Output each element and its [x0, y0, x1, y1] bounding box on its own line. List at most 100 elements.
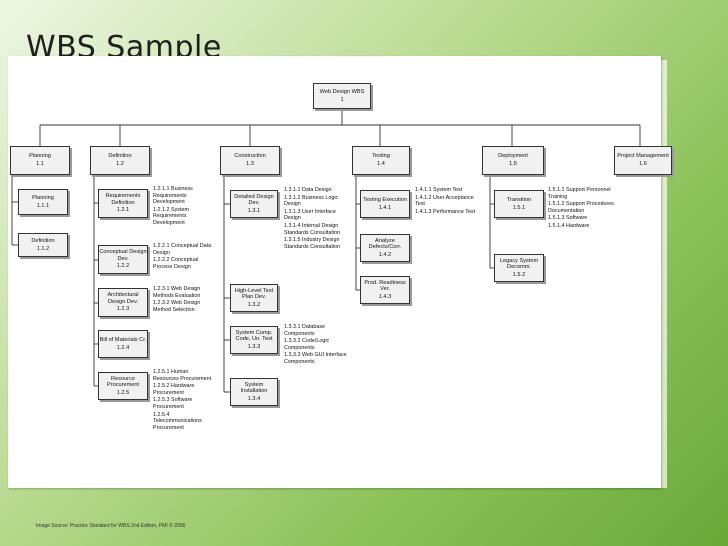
note-item: 1.2.1.2 System Requirements Development [153, 206, 189, 226]
note-item: 1.2.1.1 Business Requirements Developmen… [153, 186, 193, 206]
notes-1-2-3: 1.2.3.1 Web Design Methods Evaluation 1.… [153, 286, 215, 314]
box-label: Planning [29, 153, 51, 160]
box-num: 1.4.1 [378, 204, 392, 211]
box-label: Planning [32, 194, 54, 201]
note-item: 1.5.1.3 Software [548, 215, 588, 222]
box-num: 1.1.1 [36, 202, 50, 209]
note-item: 1.4.1.1 System Test [415, 187, 463, 193]
wbs-box-1-2-4: Bill of Materials Cr. 1.2.4 [98, 330, 148, 358]
box-label: Resource Procurement [106, 375, 140, 389]
wbs-box-1-4-3: Prod. Readiness Ver. 1.4.3 [360, 276, 410, 304]
box-label: High-Level Test Plan Dev. [234, 287, 274, 301]
note-item: 1.3.3.3 Web GUI Interface Components [284, 352, 347, 365]
notes-1-2-1: 1.2.1.1 Business Requirements Developmen… [153, 186, 215, 228]
note-item: 1.2.5.3 Software Procurement [153, 397, 193, 410]
box-label: Transition [506, 196, 532, 203]
note-item: 1.2.2.1 Conceptual Data Design [153, 243, 212, 256]
box-num: 1.2.3 [116, 306, 130, 313]
note-item: 1.3.3.2 Code/Logic Components [284, 338, 330, 351]
note-item: 1.3.1.4 Internal Design Standards Consul… [284, 222, 341, 236]
wbs-box-1-5-2: Legacy System Decomm. 1.5.2 [494, 254, 544, 282]
box-label: Project Management [617, 153, 669, 160]
notes-1-2-2: 1.2.2.1 Conceptual Data Design 1.2.2.2 C… [153, 243, 215, 271]
wbs-box-1-2: Definition 1.2 [90, 146, 150, 175]
box-label: Deployment [498, 153, 528, 160]
notes-1-5-1: 1.5.1.1 Support Personnel Training 1.5.1… [548, 187, 614, 231]
box-num: 1.5.1 [512, 204, 526, 211]
box-num: 1.4 [377, 161, 385, 167]
note-item: 1.4.1.2 User Acceptance Test [415, 194, 474, 208]
box-num: 1.2 [116, 161, 124, 167]
box-label: Analyze Defects/Corr. [368, 237, 402, 251]
box-label: Architectural Design Dev. [107, 292, 139, 305]
box-num: 1.1.2 [36, 245, 50, 252]
wbs-box-1-3-1: Detailed Design Dev. 1.3.1 [230, 190, 278, 218]
image-source-caption: Image Source: Practice Standard for WBS … [36, 523, 186, 529]
box-num: 1.2.2 [116, 263, 130, 270]
box-label: Requirements Definition [105, 193, 141, 206]
note-item: 1.3.1.3 User Interface Design [284, 208, 336, 222]
note-item: 1.5.1.2 Support Procedures Documentation [548, 201, 614, 214]
box-num: 1.3.2 [247, 301, 261, 308]
wbs-root-box: Web Design WBS 1 [313, 83, 371, 109]
box-num: 1.2.1 [116, 207, 130, 214]
box-num: 1.3 [246, 161, 254, 167]
note-item: 1.3.1.1 Data Design [284, 187, 332, 193]
box-num: 1.6 [639, 161, 647, 167]
box-label: Detailed Design Dev. [234, 193, 274, 207]
wbs-box-1-3: Construction 1.3 [220, 146, 280, 175]
paper-edge [661, 60, 667, 488]
note-item: 1.2.2.2 Conceptual Process Design [153, 257, 199, 270]
box-label: Testing [372, 153, 390, 160]
wbs-box-1-1: Planning 1.1 [10, 146, 70, 175]
note-item: 1.2.5.2 Hardware Procurement [153, 383, 195, 396]
box-num: 1.5 [509, 161, 517, 167]
wbs-box-1-5: Deployment 1.5 [482, 146, 544, 175]
box-label: Legacy System Decomm. [499, 257, 539, 271]
note-item: 1.5.1.1 Support Personnel Training [548, 187, 611, 200]
note-item: 1.5.1.4 Hardware [548, 222, 590, 229]
box-num: 1.4.3 [378, 293, 392, 300]
box-num: 1.1 [36, 161, 44, 167]
notes-1-4-1: 1.4.1.1 System Test 1.4.1.2 User Accepta… [415, 187, 479, 216]
root-label: Web Design WBS [319, 88, 365, 95]
wbs-box-1-4-1: Testing Execution 1.4.1 [360, 190, 410, 218]
wbs-box-1-2-5: Resource Procurement 1.2.5 [98, 372, 148, 400]
box-label: Definition [108, 153, 132, 160]
root-num: 1 [340, 96, 344, 103]
box-label: Bill of Materials Cr. [99, 336, 147, 343]
note-item: 1.3.1.2 Business Logic Design [284, 194, 339, 208]
note-item: 1.3.3.1 Database Components [284, 324, 326, 337]
wbs-box-1-3-3: System Comp. Code, Un. Test 1.3.3 [230, 326, 278, 354]
wbs-box-1-3-2: High-Level Test Plan Dev. 1.3.2 [230, 284, 278, 312]
box-num: 1.2.4 [116, 344, 130, 351]
wbs-box-1-2-3: Architectural Design Dev. 1.2.3 [98, 288, 148, 317]
wbs-box-1-4: Testing 1.4 [352, 146, 410, 175]
note-item: 1.2.5.4 Telecommunications Procurement [153, 411, 202, 431]
box-num: 1.3.1 [247, 207, 261, 214]
box-num: 1.2.5 [116, 389, 130, 396]
note-item: 1.2.5.1 Human Resources Procurement [153, 369, 212, 382]
box-label: Construction [234, 153, 266, 160]
wbs-box-1-5-1: Transition 1.5.1 [494, 190, 544, 218]
wbs-box-1-2-2: Conceptual Design Dev. 1.2.2 [98, 245, 148, 274]
box-label: Conceptual Design Dev. [99, 249, 147, 262]
wbs-box-1-2-1: Requirements Definition 1.2.1 [98, 189, 148, 218]
box-label: Prod. Readiness Ver. [364, 279, 406, 293]
wbs-box-1-3-4: System Installation 1.3.4 [230, 378, 278, 406]
wbs-box-1-1-1: Planning 1.1.1 [18, 189, 68, 215]
notes-1-2-5: 1.2.5.1 Human Resources Procurement 1.2.… [153, 369, 215, 432]
note-item: 1.2.3.2 Web Design Method Selection [153, 300, 201, 313]
wbs-box-1-6: Project Management 1.6 [614, 146, 672, 175]
box-label: Definition [31, 237, 55, 244]
box-label: System Installation [240, 381, 268, 395]
note-item: 1.4.1.3 Performance Test [415, 208, 476, 215]
box-num: 1.5.2 [512, 271, 526, 278]
notes-1-3-1: 1.3.1.1 Data Design 1.3.1.2 Business Log… [284, 187, 348, 251]
note-item: 1.3.1.5 Industry Design Standards Consul… [284, 237, 341, 250]
box-label: Testing Execution [363, 196, 407, 203]
box-num: 1.4.2 [378, 251, 392, 258]
notes-1-3-3: 1.3.3.1 Database Components 1.3.3.2 Code… [284, 324, 348, 367]
wbs-box-1-4-2: Analyze Defects/Corr. 1.4.2 [360, 234, 410, 262]
